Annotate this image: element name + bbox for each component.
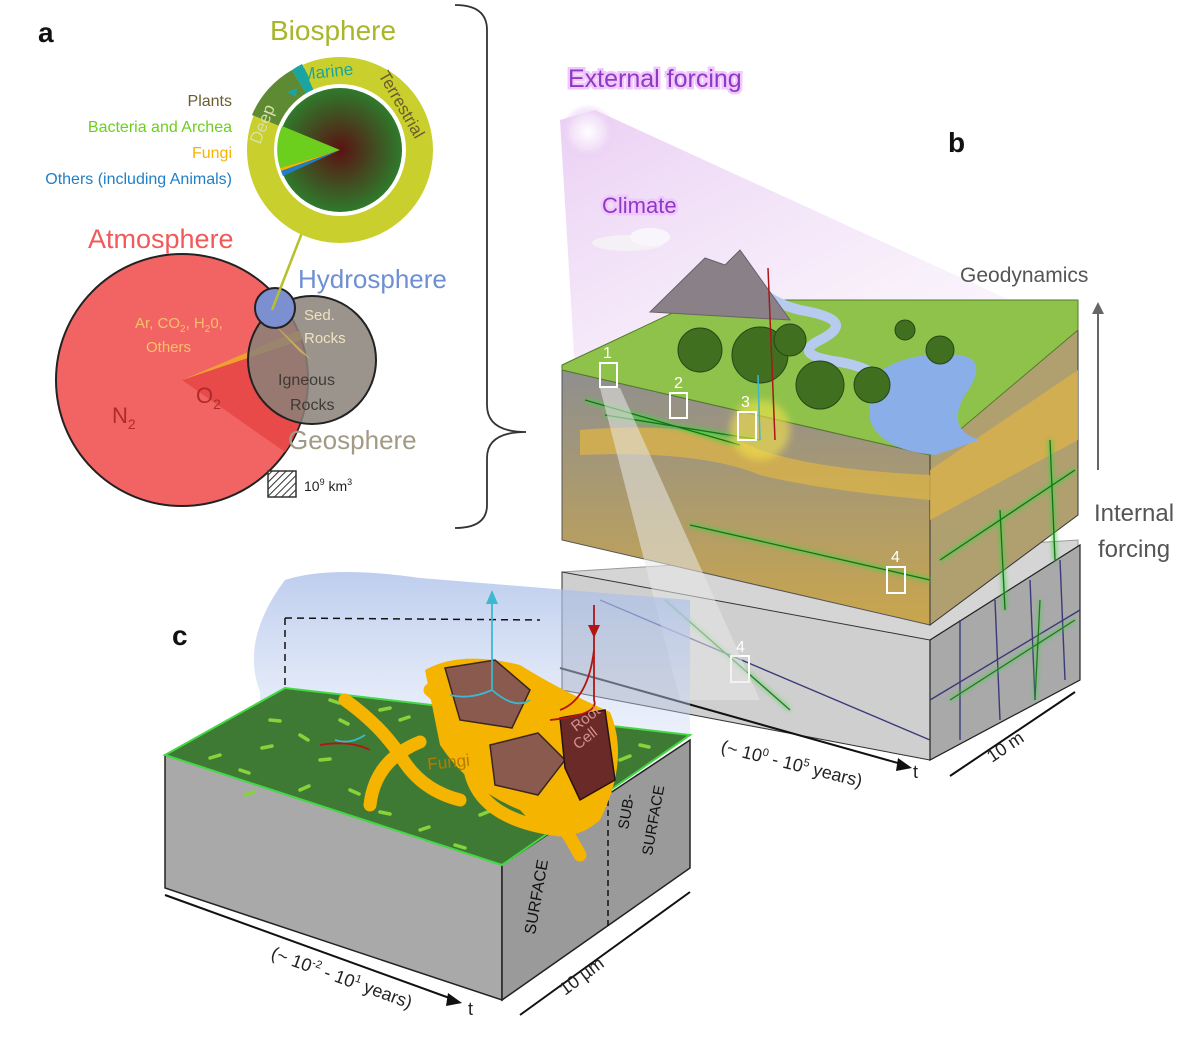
legend-fungi: Fungi: [192, 145, 232, 162]
box-3: [737, 411, 757, 441]
sun-icon: [560, 104, 616, 160]
internal-forcing-label-2: forcing: [1098, 536, 1170, 563]
atmosphere-label: Atmosphere: [88, 224, 234, 254]
legend-others: Others (including Animals): [45, 171, 232, 188]
mineral-grain-1: [444, 659, 531, 729]
time-axis-c-head: [446, 993, 462, 1006]
block-c-side: [501, 738, 691, 1002]
subsurface-label-1: SUB-: [615, 792, 638, 830]
igneous-label-2: Rocks: [290, 397, 334, 414]
geodynamics-arrow-head: [1092, 302, 1104, 314]
time-axis-b-t: t: [913, 762, 918, 782]
scale-b-label: 10 m: [983, 727, 1027, 766]
cloud-icon-2: [630, 228, 670, 246]
scale-axis-b: [949, 691, 1076, 777]
n2-label: N2: [112, 403, 136, 432]
fungi-label: Fungi: [426, 751, 470, 774]
argon-label: Ar, CO2, H20,: [135, 315, 223, 335]
hydrosphere-label: Hydrosphere: [298, 264, 447, 294]
box-1-label: 1: [603, 345, 612, 362]
root-cell: [559, 709, 616, 802]
blue-flux-arrows: [334, 600, 531, 743]
scale-swatch: [267, 470, 297, 498]
geosphere-label: Geosphere: [288, 425, 417, 455]
box-4-upper: [886, 566, 906, 594]
time-range-b: (~ 100 - 105 years): [719, 736, 864, 790]
blue-flux-arrow: [757, 374, 761, 441]
box-2: [669, 392, 688, 419]
legend-bacteria: Bacteria and Archea: [88, 119, 232, 136]
others-slice: [281, 150, 340, 176]
lake: [870, 354, 980, 455]
box-1: [599, 362, 618, 388]
bacteria-slice: [277, 126, 340, 168]
trees-icon: [677, 319, 955, 410]
hydrosphere-circle: [254, 287, 296, 329]
panel-label-b: b: [948, 127, 965, 158]
biosphere-label: Biosphere: [270, 15, 396, 46]
external-forcing-label: External forcing: [568, 65, 742, 93]
time-axis-c: [164, 894, 456, 1001]
lower-slab-side-face: [929, 543, 1081, 761]
zoom-beam: [600, 388, 760, 700]
box-2-label: 2: [674, 375, 683, 392]
biosphere-connector: [270, 224, 307, 311]
igneous-label-1: Igneous: [278, 372, 335, 389]
scale-c-label: 10 µm: [555, 953, 607, 999]
argon-others-label: Others: [146, 339, 191, 356]
scale-axis-c: [519, 891, 691, 1016]
panel-label-a: a: [38, 17, 54, 48]
red-flux-arrows: [319, 605, 596, 751]
dashed-outline: [284, 617, 541, 688]
blue-flux-head: [486, 590, 498, 604]
panel-c: c: [162, 571, 693, 1019]
box-4-upper-label: 4: [891, 549, 900, 566]
panel-a: a Biosphere Marine Terrestrial Deep Plan…: [38, 4, 527, 529]
box-4-lower-label: 4: [736, 639, 745, 656]
time-axis-b-head: [896, 758, 912, 771]
fungi-slice: [280, 150, 340, 171]
panel-a-bracket: [454, 4, 527, 529]
soil-bands: [580, 370, 1078, 520]
time-axis-c-t: t: [468, 999, 473, 1019]
panel-label-c: c: [172, 620, 188, 651]
mineral-grain-2: [489, 732, 566, 796]
box-3-label: 3: [741, 394, 750, 411]
red-flux-arrow: [767, 267, 776, 441]
geodynamics-label: Geodynamics: [960, 264, 1088, 287]
legend-plants: Plants: [188, 93, 232, 110]
atmosphere-curtain: [253, 571, 690, 735]
sed-label-2: Rocks: [304, 330, 346, 347]
mountain: [648, 249, 792, 321]
river: [735, 267, 877, 384]
panel-b: b External forcing Climate 4: [559, 63, 1174, 791]
sed-label-1: Sed.: [304, 307, 335, 324]
o2-label: O2: [196, 383, 221, 412]
red-flux-head: [588, 625, 600, 638]
marine-pointer-icon: [287, 88, 297, 97]
climate-label: Climate: [602, 193, 677, 218]
internal-forcing-label-1: Internal: [1094, 500, 1174, 527]
scale-label: 109 km3: [304, 477, 352, 494]
